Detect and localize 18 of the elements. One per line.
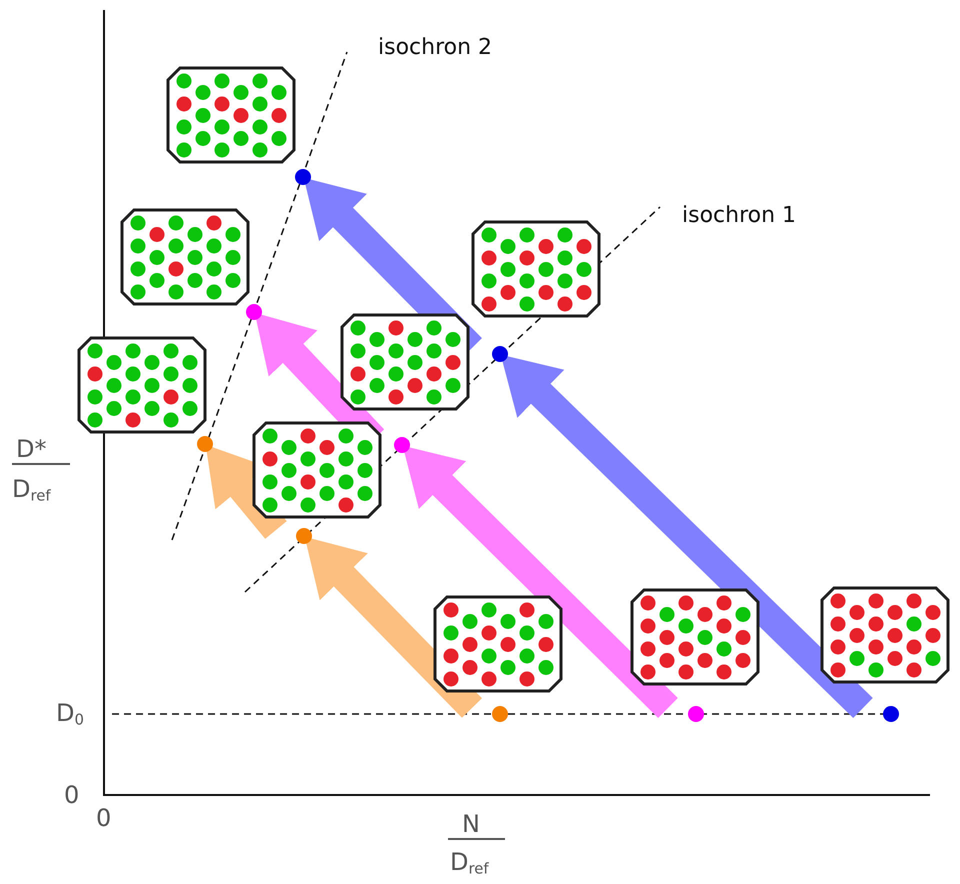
axis-label: 0 xyxy=(64,783,80,807)
data-point xyxy=(492,706,508,722)
data-point xyxy=(296,528,312,544)
data-point xyxy=(295,169,311,185)
axis-label: D$_{ref}$ xyxy=(450,850,489,877)
axis-label: N xyxy=(462,812,480,836)
axis-label: D$_{0}$ xyxy=(56,701,84,728)
data-point xyxy=(246,304,262,320)
isochron-label: isochron 1 xyxy=(682,205,796,227)
axis-label: D* xyxy=(16,437,46,461)
data-point xyxy=(688,706,704,722)
isochron-label: isochron 2 xyxy=(378,37,492,59)
data-point xyxy=(394,437,410,453)
data-point xyxy=(883,706,899,722)
axis-label: D$_{ref}$ xyxy=(12,477,51,504)
data-point xyxy=(197,436,213,452)
axis-label: 0 xyxy=(96,806,112,830)
data-point xyxy=(492,346,508,362)
